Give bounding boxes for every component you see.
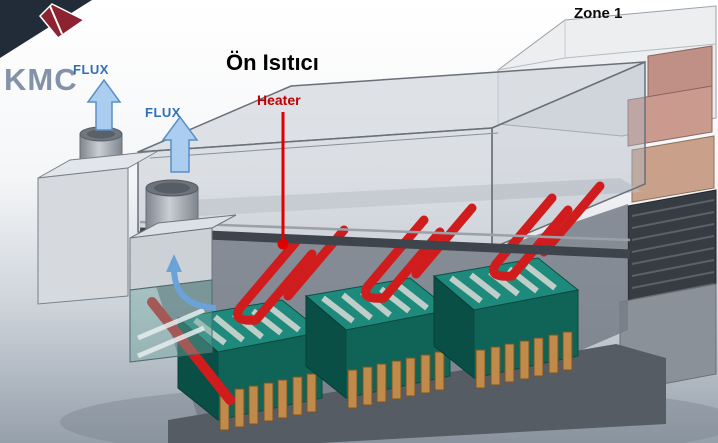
zone-label: Zone 1: [574, 5, 623, 22]
flux-arrow-1: [86, 78, 122, 131]
preheater-block: [304, 277, 452, 409]
fin-row: [475, 331, 573, 389]
conveyor-belt: [627, 189, 717, 319]
flux-label-bottom: FLUX: [145, 105, 181, 120]
kmc-logo-mark: [0, 0, 92, 58]
logo-text: KMC: [4, 62, 78, 97]
glass-window: [129, 279, 213, 363]
flux-arrow-2: [161, 115, 199, 173]
airflow-curved-arrow: [166, 254, 217, 311]
heater-label: Heater: [257, 92, 301, 108]
heater-rail: [139, 220, 631, 259]
preheater-block: [432, 257, 580, 389]
preheater-title: Ön Isıtıcı: [226, 50, 319, 75]
chimney-assembly: [37, 126, 237, 363]
right-machinery: [619, 45, 717, 393]
heater-pointer-dot: [277, 238, 289, 250]
flux-label-top: FLUX: [73, 62, 109, 77]
chimney-box-1: [37, 150, 159, 305]
fin-row: [347, 351, 445, 409]
